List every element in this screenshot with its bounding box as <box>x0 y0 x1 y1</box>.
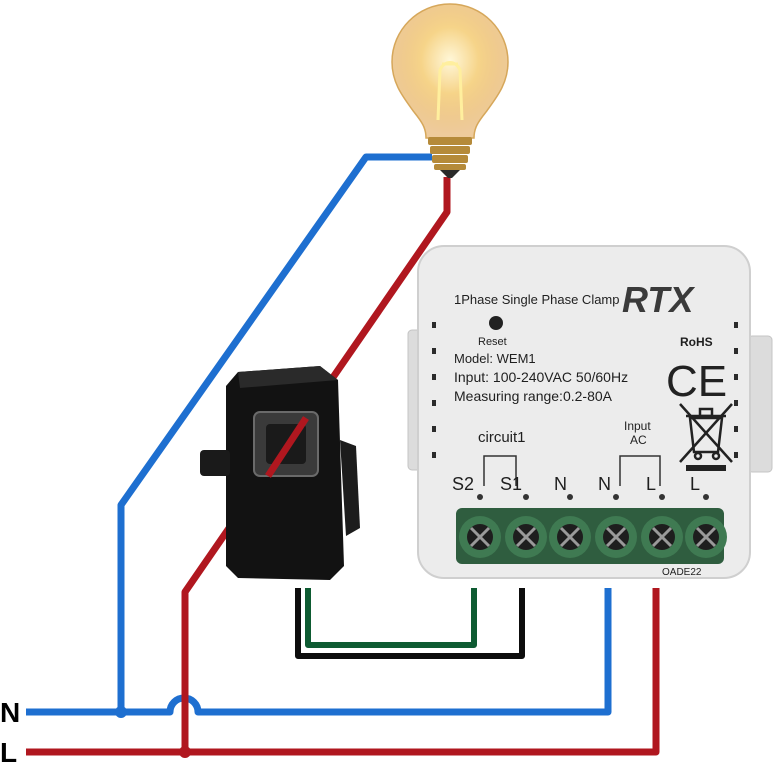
terminal-label: N <box>554 474 567 494</box>
input-rating-text: Input: 100-240VAC 50/60Hz <box>454 369 628 385</box>
terminal-screws <box>459 516 727 558</box>
terminal-label: S2 <box>452 474 474 494</box>
bulb-filament <box>436 61 464 121</box>
circuit-bracket <box>483 455 517 486</box>
device-title: 1Phase Single Phase Clamp <box>454 292 620 307</box>
input-ac-line1: Input <box>624 419 651 433</box>
line-label: L <box>0 737 17 768</box>
line-junction <box>179 746 191 758</box>
neutral-label: N <box>0 697 20 728</box>
energy-meter-device: 1Phase Single Phase Clamp RTX Reset Mode… <box>407 245 773 579</box>
reset-button[interactable] <box>489 316 503 330</box>
weee-bin-icon <box>679 403 733 471</box>
device-body <box>417 245 751 579</box>
terminal-screw[interactable] <box>641 516 683 558</box>
terminal-labels: S2 S1 N N L L <box>452 474 700 494</box>
serial-code: OADE22 <box>662 567 702 578</box>
measuring-range-text: Measuring range:0.2-80A <box>454 388 613 404</box>
terminal-screw[interactable] <box>549 516 591 558</box>
current-clamp <box>200 366 360 580</box>
model-text: Model: WEM1 <box>454 351 536 366</box>
line-bus-wire <box>26 588 660 756</box>
neutral-wire-bulb <box>117 153 432 712</box>
bulb-base <box>428 137 472 178</box>
terminal-screw[interactable] <box>459 516 501 558</box>
rohs-label: RoHS <box>680 335 713 349</box>
bulb-glass <box>391 3 509 139</box>
input-ac-line2: AC <box>630 433 647 447</box>
circuit-label: circuit1 <box>478 429 526 446</box>
ct-green-lead <box>305 588 477 648</box>
terminal-label: L <box>646 474 656 494</box>
input-ac-bracket <box>619 455 661 486</box>
ce-mark: CE <box>666 357 727 406</box>
light-bulb <box>391 3 509 178</box>
neutral-junction <box>115 706 127 718</box>
terminal-label: N <box>598 474 611 494</box>
terminal-label: S1 <box>500 474 522 494</box>
ct-black-lead <box>295 588 525 659</box>
terminal-screw[interactable] <box>685 516 727 558</box>
brand-logo: RTX <box>622 279 695 320</box>
reset-label: Reset <box>478 336 507 348</box>
terminal-screw[interactable] <box>505 516 547 558</box>
terminal-screw[interactable] <box>595 516 637 558</box>
terminal-label: L <box>690 474 700 494</box>
